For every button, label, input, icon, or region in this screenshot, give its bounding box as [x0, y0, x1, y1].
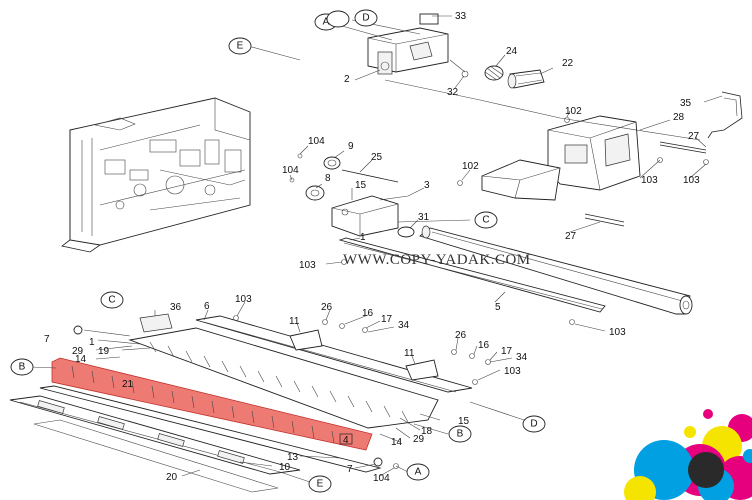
- svg-text:E: E: [237, 41, 244, 52]
- part-label: 8: [325, 173, 331, 184]
- callout-d-right: D: [522, 415, 546, 433]
- part-label: 32: [447, 87, 459, 98]
- svg-text:B: B: [19, 362, 26, 373]
- watermark-text: WWW.COPY-YADAK.COM: [343, 252, 531, 268]
- part-label: 104: [373, 473, 390, 484]
- part-number-labels: 33 24 22 2 32 35 102 28 27 104 9 25 104 …: [44, 11, 700, 484]
- highlight-ribs: [71, 365, 335, 444]
- part-label: 13: [287, 452, 299, 463]
- part-label: 26: [455, 330, 467, 341]
- part-label: 2: [344, 74, 350, 85]
- part-label: 102: [462, 161, 479, 172]
- part-label: 27: [565, 231, 577, 242]
- svg-text:B: B: [457, 429, 464, 440]
- callout-e-bottom: E: [308, 475, 332, 493]
- svg-text:E: E: [317, 479, 324, 490]
- fuser-roller: [338, 225, 693, 315]
- part-label: 102: [565, 106, 582, 117]
- part-label: 3: [424, 180, 430, 191]
- svg-text:D: D: [530, 419, 537, 430]
- part-label: 11: [289, 316, 300, 327]
- part-label: 18: [421, 426, 433, 437]
- part-label: 15: [355, 180, 367, 191]
- part-label: 11: [404, 348, 415, 359]
- part-label: 34: [516, 352, 528, 363]
- callout-d-top-label: D: [354, 9, 378, 27]
- part-label: 33: [455, 11, 467, 22]
- part-4-marker: [339, 433, 353, 445]
- middle-gear-assembly: [289, 153, 415, 238]
- part-label: 29: [413, 434, 425, 445]
- part-label: 15: [458, 416, 470, 427]
- callout-c-lower: C: [100, 291, 124, 309]
- svg-text:D: D: [362, 13, 369, 24]
- part-label: 29: [72, 346, 84, 357]
- part-label: 10: [279, 462, 291, 473]
- part-label: 4: [343, 435, 349, 446]
- callout-b-right: B: [448, 425, 472, 443]
- part-label: 103: [299, 260, 316, 271]
- part-label: 104: [308, 136, 325, 147]
- part-label: 25: [371, 152, 383, 163]
- part-label: 103: [504, 366, 521, 377]
- part-label: 104: [282, 165, 299, 176]
- part-label: 35: [680, 98, 692, 109]
- part-label: 16: [362, 308, 374, 319]
- part-label: 17: [501, 346, 513, 357]
- main-frame-assembly: [61, 97, 251, 253]
- lower-guide-assembly: [9, 259, 575, 493]
- callout-c-middle: C: [474, 211, 498, 229]
- callout-e-top: E: [228, 37, 252, 55]
- part-label: 19: [98, 346, 110, 357]
- svg-text:A: A: [323, 17, 330, 28]
- part-label: 20: [166, 472, 178, 483]
- svg-text:C: C: [482, 215, 489, 226]
- svg-text:C: C: [108, 295, 115, 306]
- part-label: 103: [235, 294, 252, 305]
- part-label: 26: [321, 302, 333, 313]
- part-label: 31: [418, 212, 430, 223]
- part-label: 1: [360, 232, 366, 243]
- part-label: 22: [562, 58, 574, 69]
- part-label: 9: [348, 141, 354, 152]
- part-label: 36: [170, 302, 182, 313]
- part-label: 14: [391, 437, 403, 448]
- part-label: 103: [683, 175, 700, 186]
- callout-b-left: B: [10, 358, 34, 376]
- part-label: 27: [688, 131, 700, 142]
- part-label: 5: [495, 302, 501, 313]
- part-label: 1: [89, 337, 95, 348]
- right-bracket-assembly: [457, 91, 743, 227]
- part-label: 16: [478, 340, 490, 351]
- part-label: 7: [44, 334, 50, 345]
- callout-markers: A E C C B B D A: [10, 10, 546, 493]
- part-label: 28: [673, 112, 685, 123]
- part-label: 7: [347, 464, 353, 475]
- part-label: 34: [398, 320, 410, 331]
- ink-drops-logo: [624, 409, 752, 500]
- part-label: 17: [381, 314, 393, 325]
- pickup-roller: [507, 69, 545, 89]
- part-label: 6: [204, 301, 210, 312]
- part-label: 21: [122, 379, 134, 390]
- part-label: 14: [75, 354, 87, 365]
- callout-a-bottom: A: [406, 463, 430, 481]
- svg-text:A: A: [415, 467, 422, 478]
- part-label: 103: [609, 327, 626, 338]
- part-label: 24: [506, 46, 518, 57]
- callout-d-top: [326, 10, 350, 28]
- paper-feed-top-assembly: [367, 13, 545, 89]
- guide-ribs: [149, 341, 409, 423]
- leader-lines: [30, 15, 723, 483]
- spring-part: [484, 65, 504, 81]
- part-label: 103: [641, 175, 658, 186]
